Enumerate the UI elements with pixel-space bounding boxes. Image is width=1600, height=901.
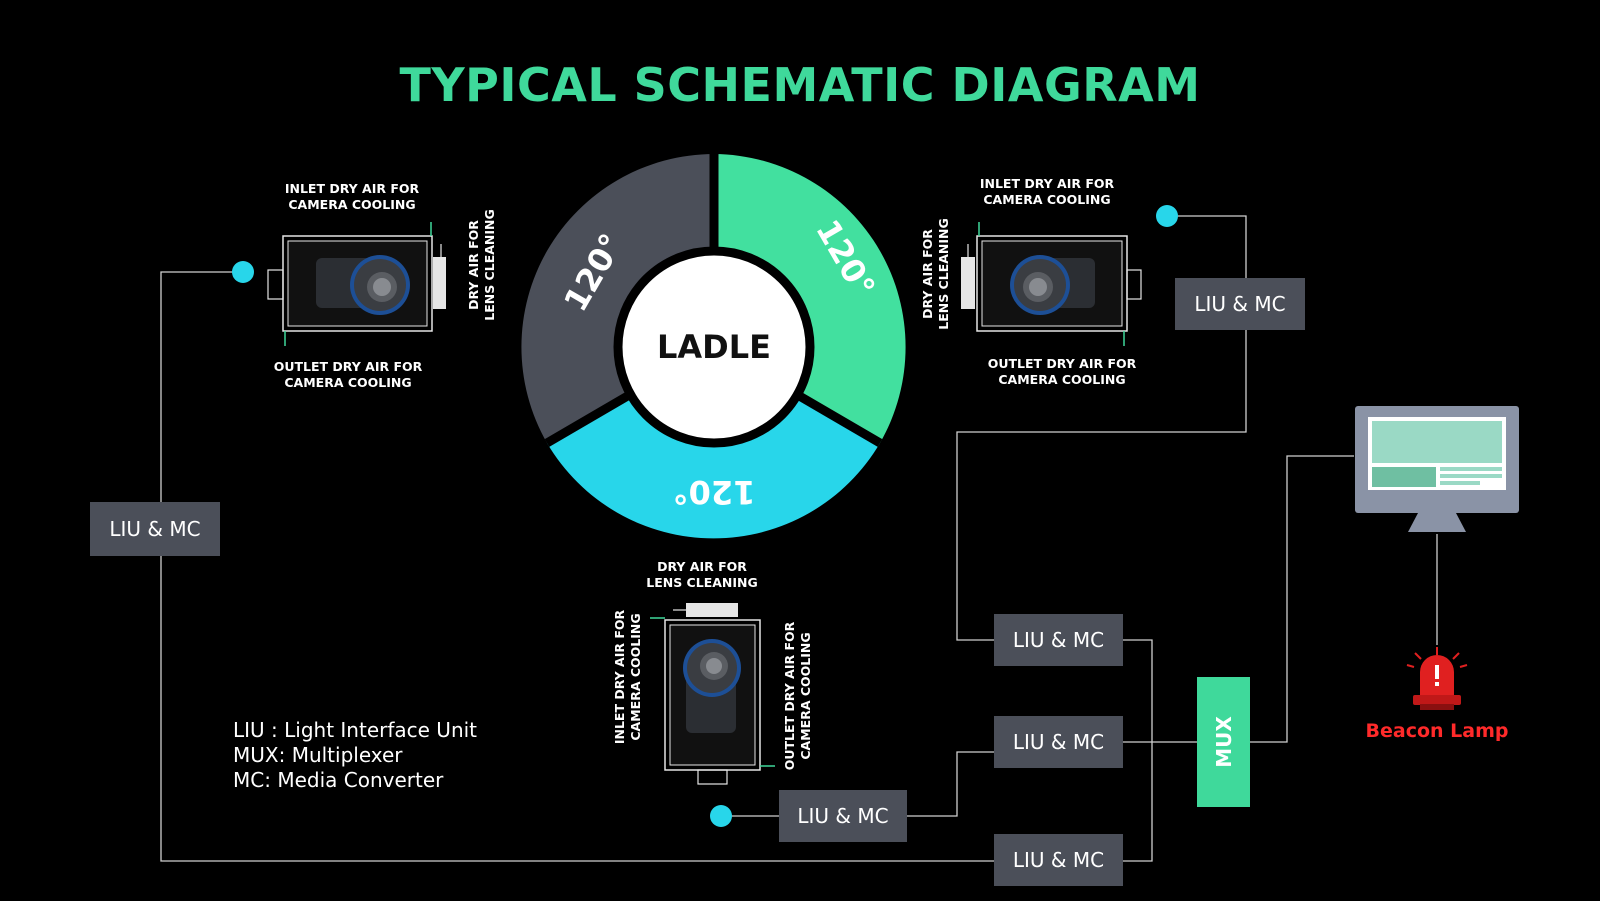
connector-dot-left <box>232 261 254 283</box>
mux-box: MUX <box>1197 677 1250 807</box>
legend-item-liu: LIU : Light Interface Unit <box>233 718 478 742</box>
camera-lens-right <box>1010 255 1095 315</box>
liu-mc-box-top-right: LIU & MC <box>1175 278 1305 330</box>
legend-item-mux: MUX: Multiplexer <box>233 743 403 767</box>
legend: LIU : Light Interface Unit MUX: Multiple… <box>233 718 477 793</box>
connector-dot-bottom <box>710 805 732 827</box>
connection-lines <box>160 215 1438 862</box>
ladle-segment-green <box>714 154 906 443</box>
camera-bottom <box>650 603 775 785</box>
legend-item-mc: MC: Media Converter <box>233 768 444 792</box>
ladle-center <box>618 251 810 443</box>
liu-mc-box-4: LIU & MC <box>994 834 1123 886</box>
liu-mc-box-1: LIU & MC <box>994 614 1123 666</box>
connector-dot-right <box>1156 205 1178 227</box>
monitor-icon <box>1355 406 1519 532</box>
ladle-segment-gray <box>521 154 714 443</box>
camera-lens-left <box>316 255 410 315</box>
liu-mc-box-3: LIU & MC <box>779 790 907 842</box>
beacon-lamp-icon <box>1406 647 1468 710</box>
ladle-label: LADLE <box>657 328 771 366</box>
camera-lens-bottom <box>683 639 741 733</box>
page-title: TYPICAL SCHEMATIC DIAGRAM <box>399 58 1201 112</box>
mux-label: MUX <box>1211 716 1236 768</box>
ladle-donut: LADLE 120° 120° 120° <box>521 154 906 539</box>
camera-left <box>267 222 446 346</box>
ladle-segment-cyan <box>547 394 880 539</box>
liu-mc-box-2: LIU & MC <box>994 716 1123 768</box>
liu-mc-box-left: LIU & MC <box>90 502 220 556</box>
segment-label-cyan: 120° <box>673 473 756 511</box>
beacon-lamp-label: Beacon Lamp <box>1365 720 1509 742</box>
camera-right <box>961 222 1142 346</box>
